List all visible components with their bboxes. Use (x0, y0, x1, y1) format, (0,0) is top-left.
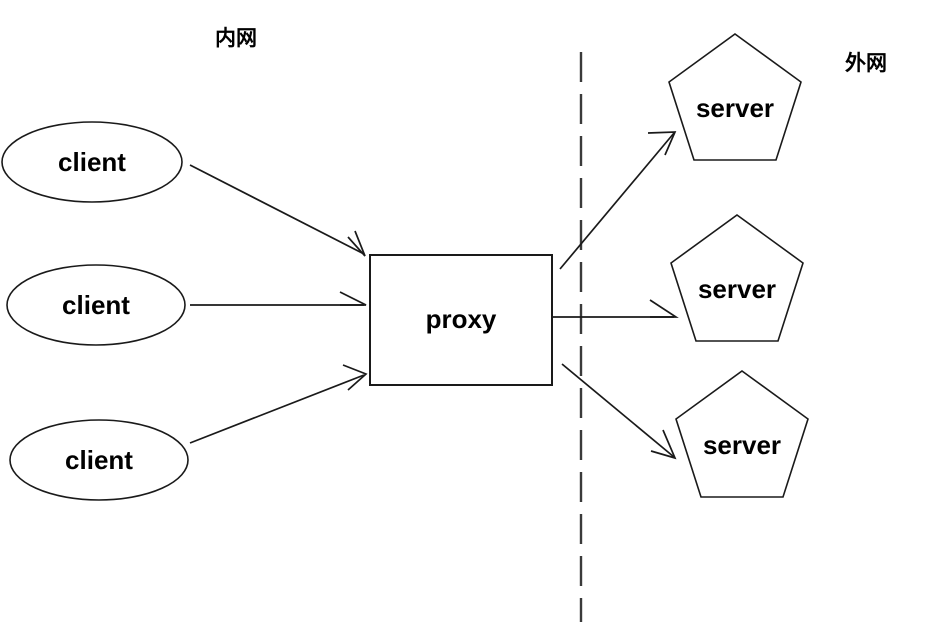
client-ellipse (9, 419, 189, 501)
connector-proxy-to-server2 (553, 299, 679, 318)
proxy-node[interactable]: proxy (369, 254, 553, 386)
client-node-2[interactable]: client (6, 264, 186, 346)
client-label: client (65, 445, 133, 475)
zone-label-internal: 内网 (215, 26, 257, 50)
client-ellipse (6, 264, 186, 346)
server-pentagon (675, 370, 809, 498)
proxy-box (369, 254, 553, 386)
server-pentagon (668, 33, 802, 161)
server-node-1[interactable]: server (668, 33, 802, 161)
proxy-label: proxy (426, 304, 497, 334)
client-node-1[interactable]: client (1, 121, 183, 203)
connector-client3-to-proxy (189, 364, 368, 444)
connector-client2-to-proxy (190, 291, 367, 306)
connector-client1-to-proxy (189, 164, 366, 257)
server-label: server (696, 93, 774, 123)
zone-label-external: 外网 (845, 51, 887, 75)
server-node-3[interactable]: server (675, 370, 809, 498)
server-label: server (698, 274, 776, 304)
client-ellipse (1, 121, 183, 203)
client-label: client (58, 147, 126, 177)
server-label: server (703, 430, 781, 460)
connector-proxy-to-server3 (561, 363, 677, 460)
client-node-3[interactable]: client (9, 419, 189, 501)
client-label: client (62, 290, 130, 320)
connector-proxy-to-server1 (559, 131, 677, 270)
server-node-2[interactable]: server (670, 214, 804, 342)
server-pentagon (670, 214, 804, 342)
